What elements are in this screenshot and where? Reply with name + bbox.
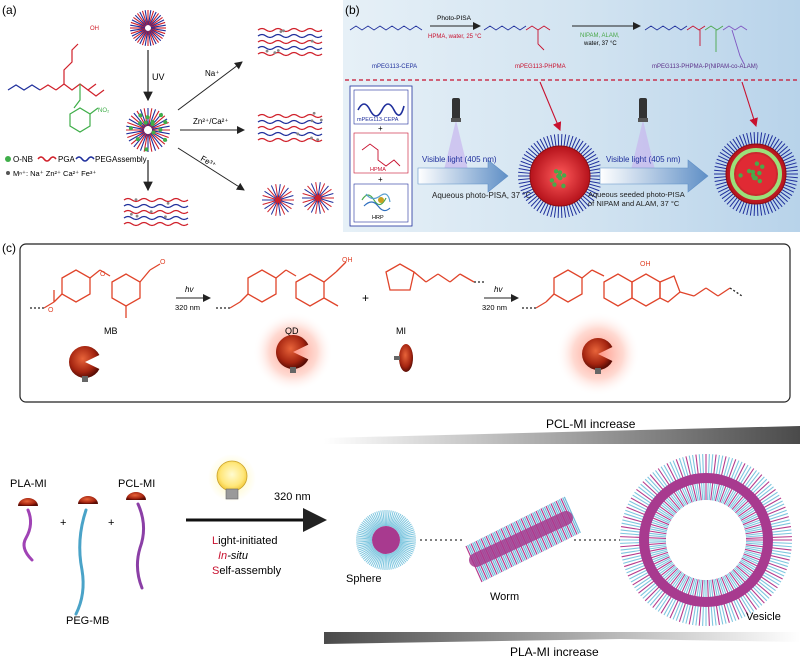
plus-2: + [378, 175, 383, 184]
sphere-assembly [356, 510, 416, 570]
assembly-zn-ca [258, 112, 323, 142]
pcl-mi-label: PCL-MI [118, 478, 155, 490]
mb-label: MB [104, 326, 118, 336]
na-label: Na⁺ [205, 69, 219, 78]
photo-pisa-conditions: HPMA, water, 25 °C [428, 34, 482, 40]
panel-b-label: (b) [345, 3, 360, 17]
pcl-mi-chain [137, 504, 143, 588]
panel-a-legend: O-NB PGA PEG Assembly Mⁿ⁺: Na⁺ Zn²⁺ Ca²⁺… [5, 155, 147, 178]
hv-label-2: hv [494, 285, 503, 294]
nipam-alam-conditions: water, 37 °C [583, 41, 617, 47]
worm-assembly [466, 497, 580, 582]
box-hrp-label: HRP [372, 215, 384, 221]
worm-label: Worm [490, 591, 519, 603]
box-cepa-label: mPEG113-CEPA [357, 117, 399, 123]
legend-onb: O-NB [13, 155, 33, 164]
pga-legend-marker [38, 157, 56, 161]
step1-condition-label: Aqueous photo-PISA, 37 °C [432, 191, 531, 200]
process-line-3: Self-assembly [212, 565, 282, 577]
pga-monomer-structure [8, 44, 104, 132]
legend-assembly: Assembly [112, 155, 147, 164]
uv-label: UV [152, 72, 165, 82]
plus-d-1: + [60, 517, 66, 529]
panel-c: (c) O O O MB hv 320 nm [2, 241, 790, 402]
panel-c-label: (c) [2, 241, 16, 255]
nipam-alam-label: NIPAM, ALAM, [580, 33, 620, 39]
legend-ions: Mⁿ⁺: Na⁺ Zn²⁺ Ca²⁺ Fe³⁺ [13, 169, 96, 178]
hv-label-1: hv [185, 285, 194, 294]
lightbulb-icon [217, 461, 247, 491]
pcl-increase-label: PCL-MI increase [546, 417, 636, 431]
sphere-label: Sphere [346, 573, 381, 585]
zn-ca-label: Zn²⁺/Ca²⁺ [193, 117, 229, 126]
panel-a: (a) OH NO₂ UV Na⁺ Zn²⁺/Ca²⁺ F [2, 3, 334, 226]
mb-o-3: O [160, 259, 166, 266]
peg-mb-chain [76, 510, 86, 614]
step2-condition-a: Aqueous seeded photo-PISA [588, 190, 685, 199]
plus-1: + [378, 124, 383, 133]
plus-d-2: + [108, 517, 114, 529]
pla-mi-chain [24, 510, 32, 560]
assembly-na [258, 29, 322, 56]
pla-increase-label: PLA-MI increase [510, 645, 599, 658]
oh-label: OH [90, 26, 99, 32]
ion-legend-marker [6, 171, 10, 175]
box-hpma-label: HPMA [370, 167, 386, 173]
step2-condition-b: of NIPAM and ALAM, 37 °C [588, 199, 680, 208]
step1-light-label: Visible light (405 nm) [422, 155, 497, 164]
step2-light-label: Visible light (405 nm) [606, 155, 681, 164]
peg-legend-marker [76, 157, 94, 161]
process-line-2: In-situ [218, 550, 248, 562]
onb-legend-marker [5, 156, 11, 162]
mb-o-2: O [100, 271, 106, 278]
star-micelle-top [130, 10, 166, 46]
legend-peg: PEG [95, 155, 112, 164]
peg-mb-label: PEG-MB [66, 615, 109, 627]
process-line-1: Light-initiated [212, 535, 277, 547]
fe-arrow [178, 148, 244, 190]
wavelength-label: 320 nm [274, 491, 311, 503]
pcl-mi-head [126, 492, 146, 500]
no2-label: NO₂ [98, 108, 110, 114]
nm-label-2: 320 nm [482, 303, 507, 312]
qd-oh: OH [342, 257, 353, 264]
mpeg-full-label: mPEG113-PHPMA-P(NIPAM-co-ALAM) [652, 64, 758, 70]
panel-d: PCL-MI increase PLA-MI increase PLA-MI +… [10, 417, 800, 658]
plus-c: + [362, 291, 369, 305]
assembly-bottom [124, 198, 188, 225]
process-lines: Light-initiated In-situ Self-assembly [212, 535, 282, 577]
panel-c-frame [20, 244, 790, 402]
mpeg-cepa-label: mPEG113-CEPA [372, 64, 417, 70]
mi-label: MI [396, 326, 406, 336]
mpeg-phpma-label: mPEG113-PHPMA [515, 64, 566, 70]
pla-mi-head [18, 498, 38, 506]
panel-a-label: (a) [2, 3, 17, 17]
vesicle-assembly [620, 454, 792, 626]
vesicle-label: Vesicle [746, 611, 781, 623]
product-oh: OH [640, 261, 651, 268]
qd-label: QD [285, 326, 299, 336]
peg-mb-head [78, 496, 98, 504]
mb-o-1: O [48, 307, 54, 314]
assembly-fe [262, 182, 334, 216]
degraded-micelle-center [126, 108, 170, 152]
pla-mi-label: PLA-MI [10, 478, 47, 490]
bulb-base [226, 489, 238, 499]
panel-b: (b) Photo-PISA HPMA, water, 25 °C NIPAM,… [343, 0, 800, 232]
photo-pisa-label: Photo-PISA [437, 15, 472, 22]
legend-pga: PGA [58, 155, 76, 164]
nm-label-1: 320 nm [175, 303, 200, 312]
